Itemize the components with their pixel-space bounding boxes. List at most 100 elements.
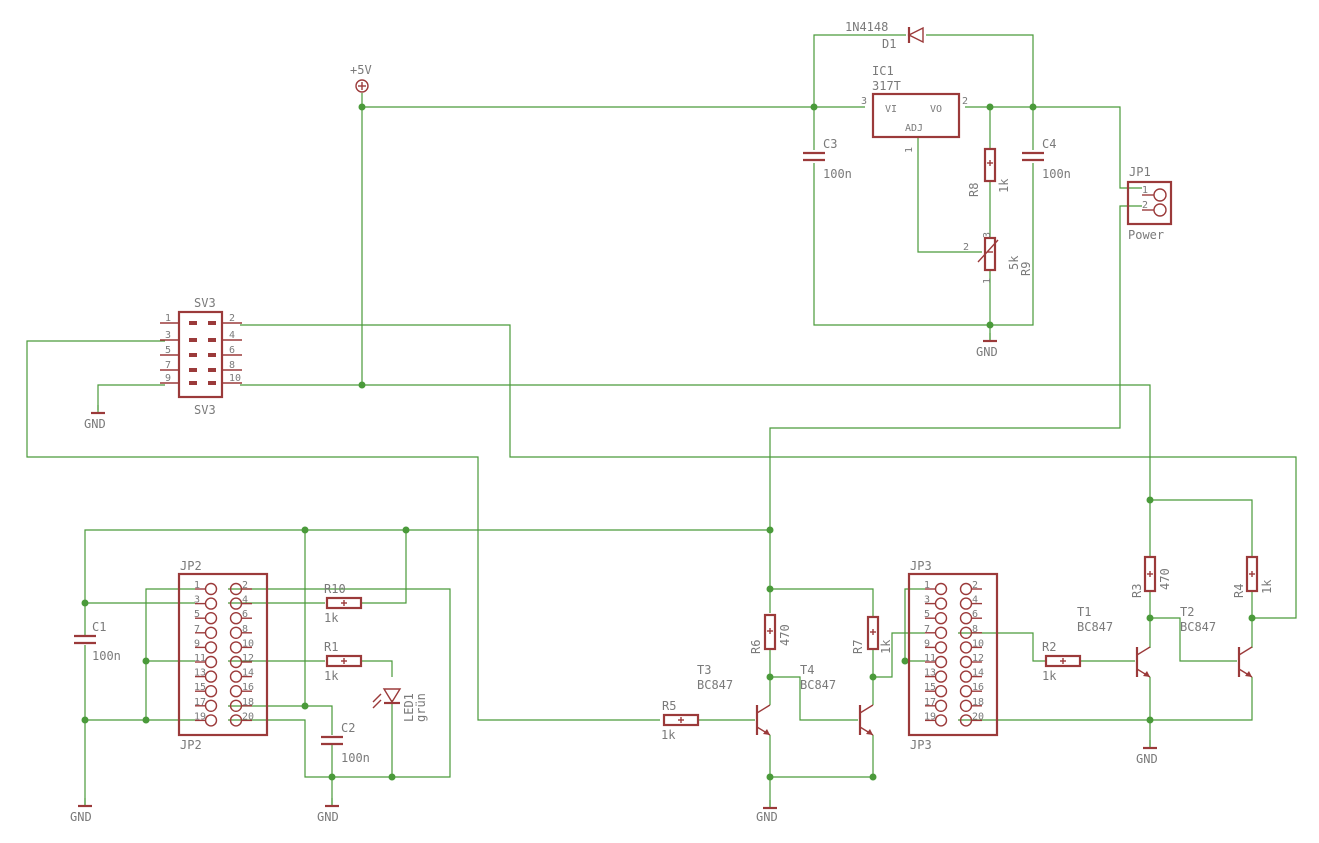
jp3-pin bbox=[934, 612, 948, 625]
gnd-label: GND bbox=[84, 417, 106, 431]
c2-name: C2 bbox=[341, 721, 355, 735]
transistor-t3: T3 BC847 bbox=[697, 663, 771, 736]
ic1-pin1: 1 bbox=[904, 147, 915, 153]
regulator-ic1: IC1 317T VI VO ADJ 3 2 1 bbox=[861, 64, 968, 153]
sv3-name-top: SV3 bbox=[194, 296, 216, 310]
jp2-pin bbox=[229, 626, 243, 639]
sv3-name-bottom: SV3 bbox=[194, 403, 216, 417]
jp2-pin bbox=[229, 582, 243, 596]
jp2-pin bbox=[204, 714, 218, 727]
gnd-c1: GND bbox=[70, 796, 94, 824]
c4-name: C4 bbox=[1042, 137, 1056, 151]
jp3-pin bbox=[959, 626, 973, 639]
jp2-pin-label: 2 bbox=[242, 580, 248, 591]
jp3-name-top: JP3 bbox=[910, 559, 932, 573]
r4-name: R4 bbox=[1232, 584, 1246, 598]
t3-value: BC847 bbox=[697, 678, 733, 692]
t1-name: T1 bbox=[1077, 605, 1091, 619]
jp3-pin bbox=[959, 685, 973, 698]
jp2-pin bbox=[229, 641, 243, 654]
gnd-c2: GND bbox=[317, 796, 341, 824]
jp3-pin-label: 7 bbox=[924, 624, 930, 635]
jp3-pin-label: 8 bbox=[972, 624, 978, 635]
jp3-pin-label: 15 bbox=[924, 682, 936, 693]
r1-name: R1 bbox=[324, 640, 338, 654]
jp2-pin-label: 3 bbox=[194, 595, 200, 606]
gnd-label: GND bbox=[976, 345, 998, 359]
t4-value: BC847 bbox=[800, 678, 836, 692]
jp2-pin-label: 14 bbox=[242, 668, 254, 679]
ic1-pin2: 2 bbox=[962, 96, 968, 107]
c4-value: 100n bbox=[1042, 167, 1071, 181]
jp3-pin bbox=[934, 597, 948, 610]
sv3-pin bbox=[208, 321, 216, 325]
jp3-pin-label: 18 bbox=[972, 697, 984, 708]
resistor-r8: R8 1k bbox=[967, 147, 1011, 197]
connector-jp1: JP1 Power 1 2 bbox=[1126, 165, 1173, 242]
sv3-pin bbox=[189, 321, 197, 325]
resistor-r10: R10 1k bbox=[324, 582, 363, 625]
t4-name: T4 bbox=[800, 663, 814, 677]
jp3-pin bbox=[934, 670, 948, 683]
capacitor-c1: C1 100n bbox=[74, 620, 121, 663]
jp2-pin bbox=[229, 597, 243, 610]
ic1-value: 317T bbox=[872, 79, 901, 93]
jp2-pin-label: 6 bbox=[242, 609, 248, 620]
jp2-pin bbox=[204, 582, 218, 596]
jp1-name: JP1 bbox=[1129, 165, 1151, 179]
jp3-pin bbox=[934, 641, 948, 654]
sv3-pin bbox=[208, 381, 216, 385]
r9-pin2: 2 bbox=[963, 242, 969, 253]
d1-value: 1N4148 bbox=[845, 20, 888, 34]
sv3-pin-label: 2 bbox=[229, 313, 235, 324]
jp3-name-bottom: JP3 bbox=[910, 738, 932, 752]
led1-name: LED1 bbox=[402, 693, 416, 722]
sv3-pin bbox=[189, 338, 197, 342]
r1-value: 1k bbox=[324, 669, 339, 683]
gnd-sv3: GND bbox=[84, 403, 107, 431]
jp3-pin-label: 3 bbox=[924, 595, 930, 606]
jp3-pin-label: 17 bbox=[924, 697, 936, 708]
jp3-pin-label: 2 bbox=[972, 580, 978, 591]
c3-name: C3 bbox=[823, 137, 837, 151]
c1-value: 100n bbox=[92, 649, 121, 663]
gnd-t3: GND bbox=[756, 798, 779, 824]
jp1-value: Power bbox=[1128, 228, 1164, 242]
jp3-pin-label: 13 bbox=[924, 668, 936, 679]
t3-name: T3 bbox=[697, 663, 711, 677]
r2-value: 1k bbox=[1042, 669, 1057, 683]
gnd-regulator: GND bbox=[976, 331, 999, 359]
jp2-name-top: JP2 bbox=[180, 559, 202, 573]
jp2-pin-label: 1 bbox=[194, 580, 200, 591]
jp2-pin bbox=[229, 714, 243, 727]
vcc-label: +5V bbox=[350, 63, 372, 77]
sv3-pin-label: 9 bbox=[165, 373, 171, 384]
jp2-pin bbox=[229, 612, 243, 625]
vcc-symbol: +5V bbox=[350, 63, 372, 93]
resistor-r1: R1 1k bbox=[324, 640, 363, 683]
jp3-pin-label: 5 bbox=[924, 609, 930, 620]
transistor-t1: T1 BC847 bbox=[1077, 605, 1151, 678]
r8-name: R8 bbox=[967, 183, 981, 197]
jp3-pin-label: 10 bbox=[972, 638, 984, 649]
jp3-pin bbox=[959, 670, 973, 683]
jp1-pin2: 2 bbox=[1142, 200, 1148, 211]
jp3-pin bbox=[934, 685, 948, 698]
jp2-pin bbox=[204, 641, 218, 654]
r6-value: 470 bbox=[778, 624, 792, 646]
sv3-pin bbox=[208, 368, 216, 372]
jp2-pin bbox=[204, 655, 218, 669]
r6-name: R6 bbox=[749, 640, 763, 654]
jp1-pin1: 1 bbox=[1142, 185, 1148, 196]
r7-value: 1k bbox=[879, 639, 893, 654]
r5-name: R5 bbox=[662, 699, 676, 713]
sv3-pin-label: 7 bbox=[165, 360, 171, 371]
jp2-pin bbox=[229, 655, 243, 669]
jp2-pin bbox=[229, 699, 243, 712]
sv3-pin-label: 1 bbox=[165, 313, 171, 324]
jp3-pin bbox=[959, 597, 973, 610]
c1-name: C1 bbox=[92, 620, 106, 634]
r9-name: R9 bbox=[1019, 262, 1033, 276]
